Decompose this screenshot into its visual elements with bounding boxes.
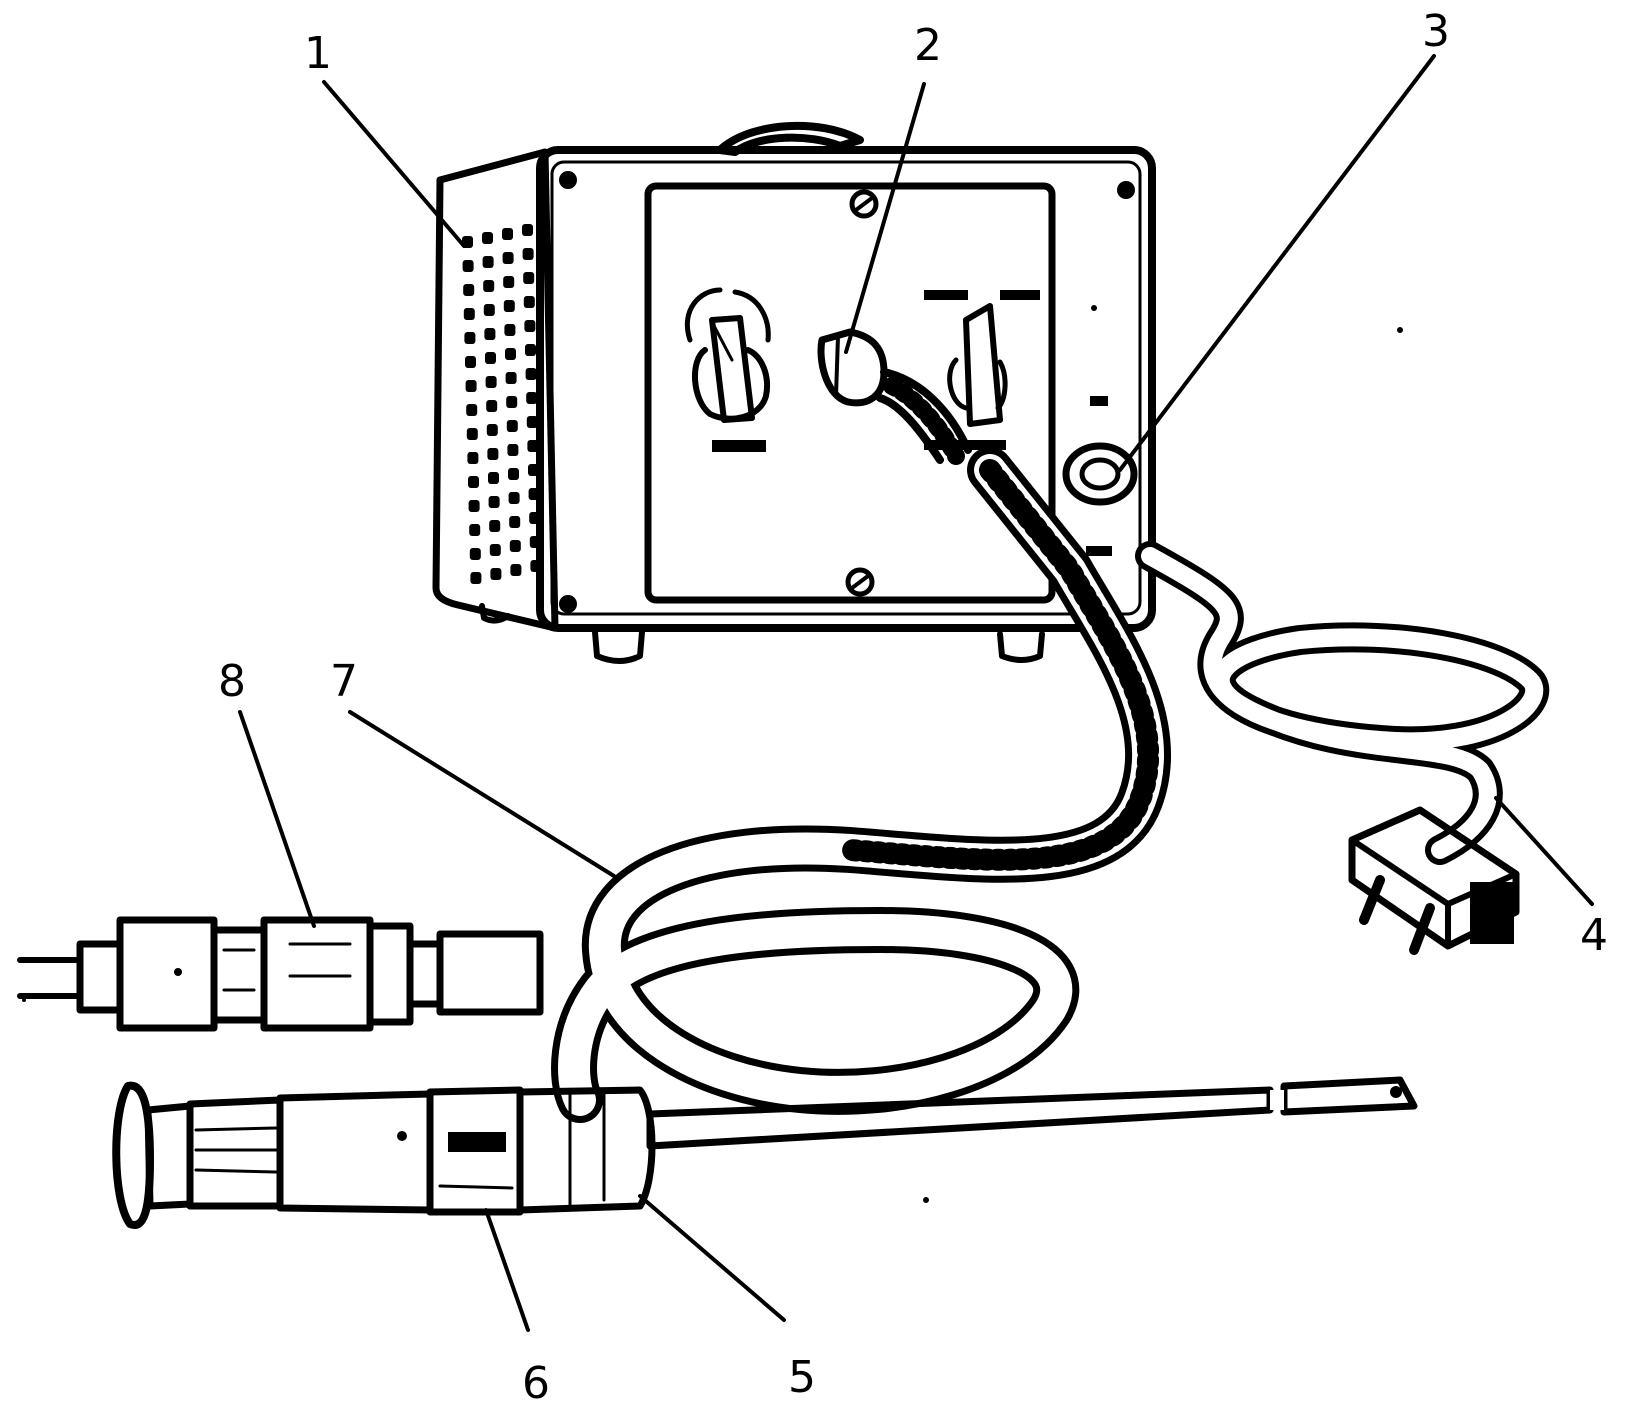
callout-4: 4 xyxy=(1580,910,1608,961)
vent-hole xyxy=(507,444,519,456)
vent-hole xyxy=(463,284,475,296)
vent-hole xyxy=(462,260,474,272)
vent-hole xyxy=(482,256,494,268)
vent-hole xyxy=(509,540,521,552)
power-plug-icon xyxy=(1348,806,1520,955)
indicator-lamp-icon xyxy=(817,328,888,407)
vent-hole xyxy=(470,572,482,584)
vent-hole xyxy=(465,356,476,368)
leader-6 xyxy=(484,1208,530,1332)
vent-hole xyxy=(488,496,500,508)
vent-hole xyxy=(489,520,501,532)
vent-hole xyxy=(483,280,495,292)
vent-hole xyxy=(526,392,538,404)
side-vent-panel xyxy=(432,148,559,632)
vent-hole xyxy=(486,400,498,412)
vent-hole xyxy=(466,428,478,440)
vent-hole xyxy=(464,332,476,344)
vent-hole xyxy=(468,500,480,512)
vent-hole xyxy=(522,224,533,236)
leader-2 xyxy=(844,82,926,354)
leader-4 xyxy=(1494,796,1594,906)
vent-hole xyxy=(502,228,513,240)
leader-8 xyxy=(238,710,316,928)
vent-hole xyxy=(509,516,521,528)
leader-3 xyxy=(1118,54,1436,472)
leader-5 xyxy=(638,1194,786,1322)
vent-hole xyxy=(523,272,535,284)
vent-hole xyxy=(484,328,496,340)
vent-hole xyxy=(468,476,479,488)
callout-1: 1 xyxy=(304,28,332,79)
callout-5: 5 xyxy=(788,1352,816,1403)
flexible-hose xyxy=(551,447,1172,1123)
vent-hole xyxy=(505,348,516,360)
leader-lines xyxy=(238,54,1594,1332)
vent-hole xyxy=(482,232,493,244)
vent-hole xyxy=(506,396,518,408)
vent-hole xyxy=(525,368,537,380)
handpiece xyxy=(112,1076,1418,1229)
front-frame-outer xyxy=(536,146,1156,632)
leader-7 xyxy=(348,710,616,878)
vent-hole xyxy=(503,276,515,288)
leader-1 xyxy=(322,80,466,248)
vent-hole xyxy=(525,344,536,356)
vent-hole xyxy=(502,252,514,264)
vent-hole xyxy=(504,324,516,336)
power-cord xyxy=(1135,541,1550,955)
vent-hole xyxy=(469,548,481,560)
vent-hole xyxy=(485,352,496,364)
vent-hole xyxy=(526,416,538,428)
vent-hole xyxy=(486,424,498,436)
rotary-switch-icon xyxy=(684,287,771,423)
vent-hole xyxy=(503,300,515,312)
vent-hole xyxy=(527,440,539,452)
vent-hole xyxy=(524,320,536,332)
vent-hole xyxy=(523,296,535,308)
vent-hole xyxy=(483,304,495,316)
callout-2: 2 xyxy=(914,20,942,71)
callout-3: 3 xyxy=(1422,6,1450,57)
callout-labels: 1 2 3 4 5 6 7 8 xyxy=(218,6,1608,1409)
vent-hole xyxy=(485,376,497,388)
vent-hole xyxy=(467,452,479,464)
callout-6: 6 xyxy=(522,1358,550,1409)
vent-hole xyxy=(465,380,477,392)
vent-hole xyxy=(469,524,481,536)
vent-hole xyxy=(508,468,519,480)
quick-connector xyxy=(17,916,544,1032)
front-frame-inner xyxy=(550,160,1142,616)
vent-hole xyxy=(506,420,518,432)
control-panel-plate xyxy=(644,182,1056,604)
toggle-knob-icon xyxy=(947,303,1008,427)
vent-hole xyxy=(522,248,534,260)
vent-hole xyxy=(505,372,517,384)
vent-hole xyxy=(466,404,478,416)
callout-7: 7 xyxy=(330,656,358,707)
vent-hole xyxy=(490,568,502,580)
control-unit xyxy=(432,121,1156,664)
cable-gland-icon xyxy=(1062,442,1138,506)
vent-hole xyxy=(508,492,520,504)
vent-hole xyxy=(487,448,499,460)
vent-holes xyxy=(462,224,542,584)
vent-hole xyxy=(510,564,522,576)
vent-hole xyxy=(489,544,501,556)
callout-8: 8 xyxy=(218,656,246,707)
vent-hole xyxy=(488,472,499,484)
vent-hole xyxy=(463,308,475,320)
